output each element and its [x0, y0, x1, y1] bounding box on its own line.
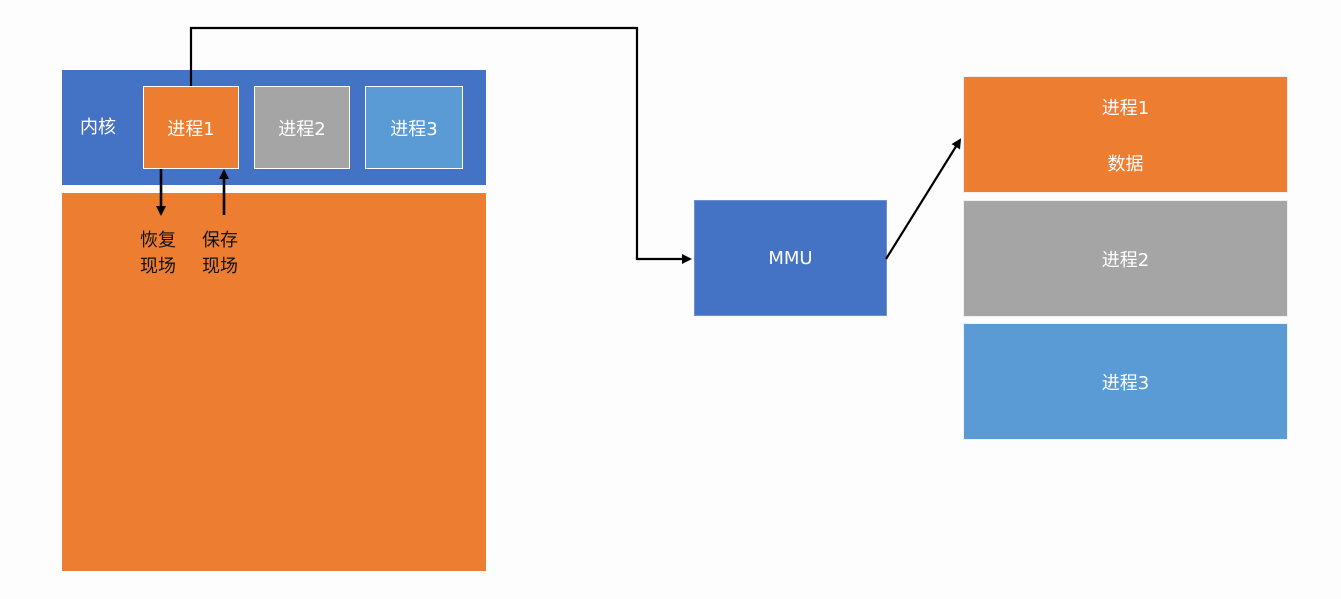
kernel-process-2-tab: 进程2: [254, 86, 350, 169]
restore-context-label: 恢复 现场: [140, 228, 176, 280]
save-label-line2: 现场: [202, 256, 238, 277]
kernel-process-1-tab: 进程1: [143, 86, 239, 169]
save-context-label: 保存 现场: [202, 228, 238, 280]
mmu-box: MMU: [694, 200, 887, 316]
memory-block-process-2: 进程2: [963, 200, 1288, 317]
memory-block-1-title: 进程1: [1101, 97, 1150, 119]
kernel-process-3-tab: 进程3: [365, 86, 463, 169]
kernel-label: 内核: [80, 117, 116, 138]
memory-block-process-1: 进程1 数据: [963, 76, 1288, 193]
memory-block-1-subtitle: 数据: [1107, 153, 1144, 175]
restore-label-line2: 现场: [140, 256, 176, 277]
memory-block-process-3: 进程3: [963, 323, 1288, 440]
restore-label-line1: 恢复: [140, 230, 176, 251]
mmu-to-memory-arrow: [885, 138, 962, 260]
save-label-line1: 保存: [202, 230, 238, 251]
process-memory-area: [62, 193, 486, 571]
